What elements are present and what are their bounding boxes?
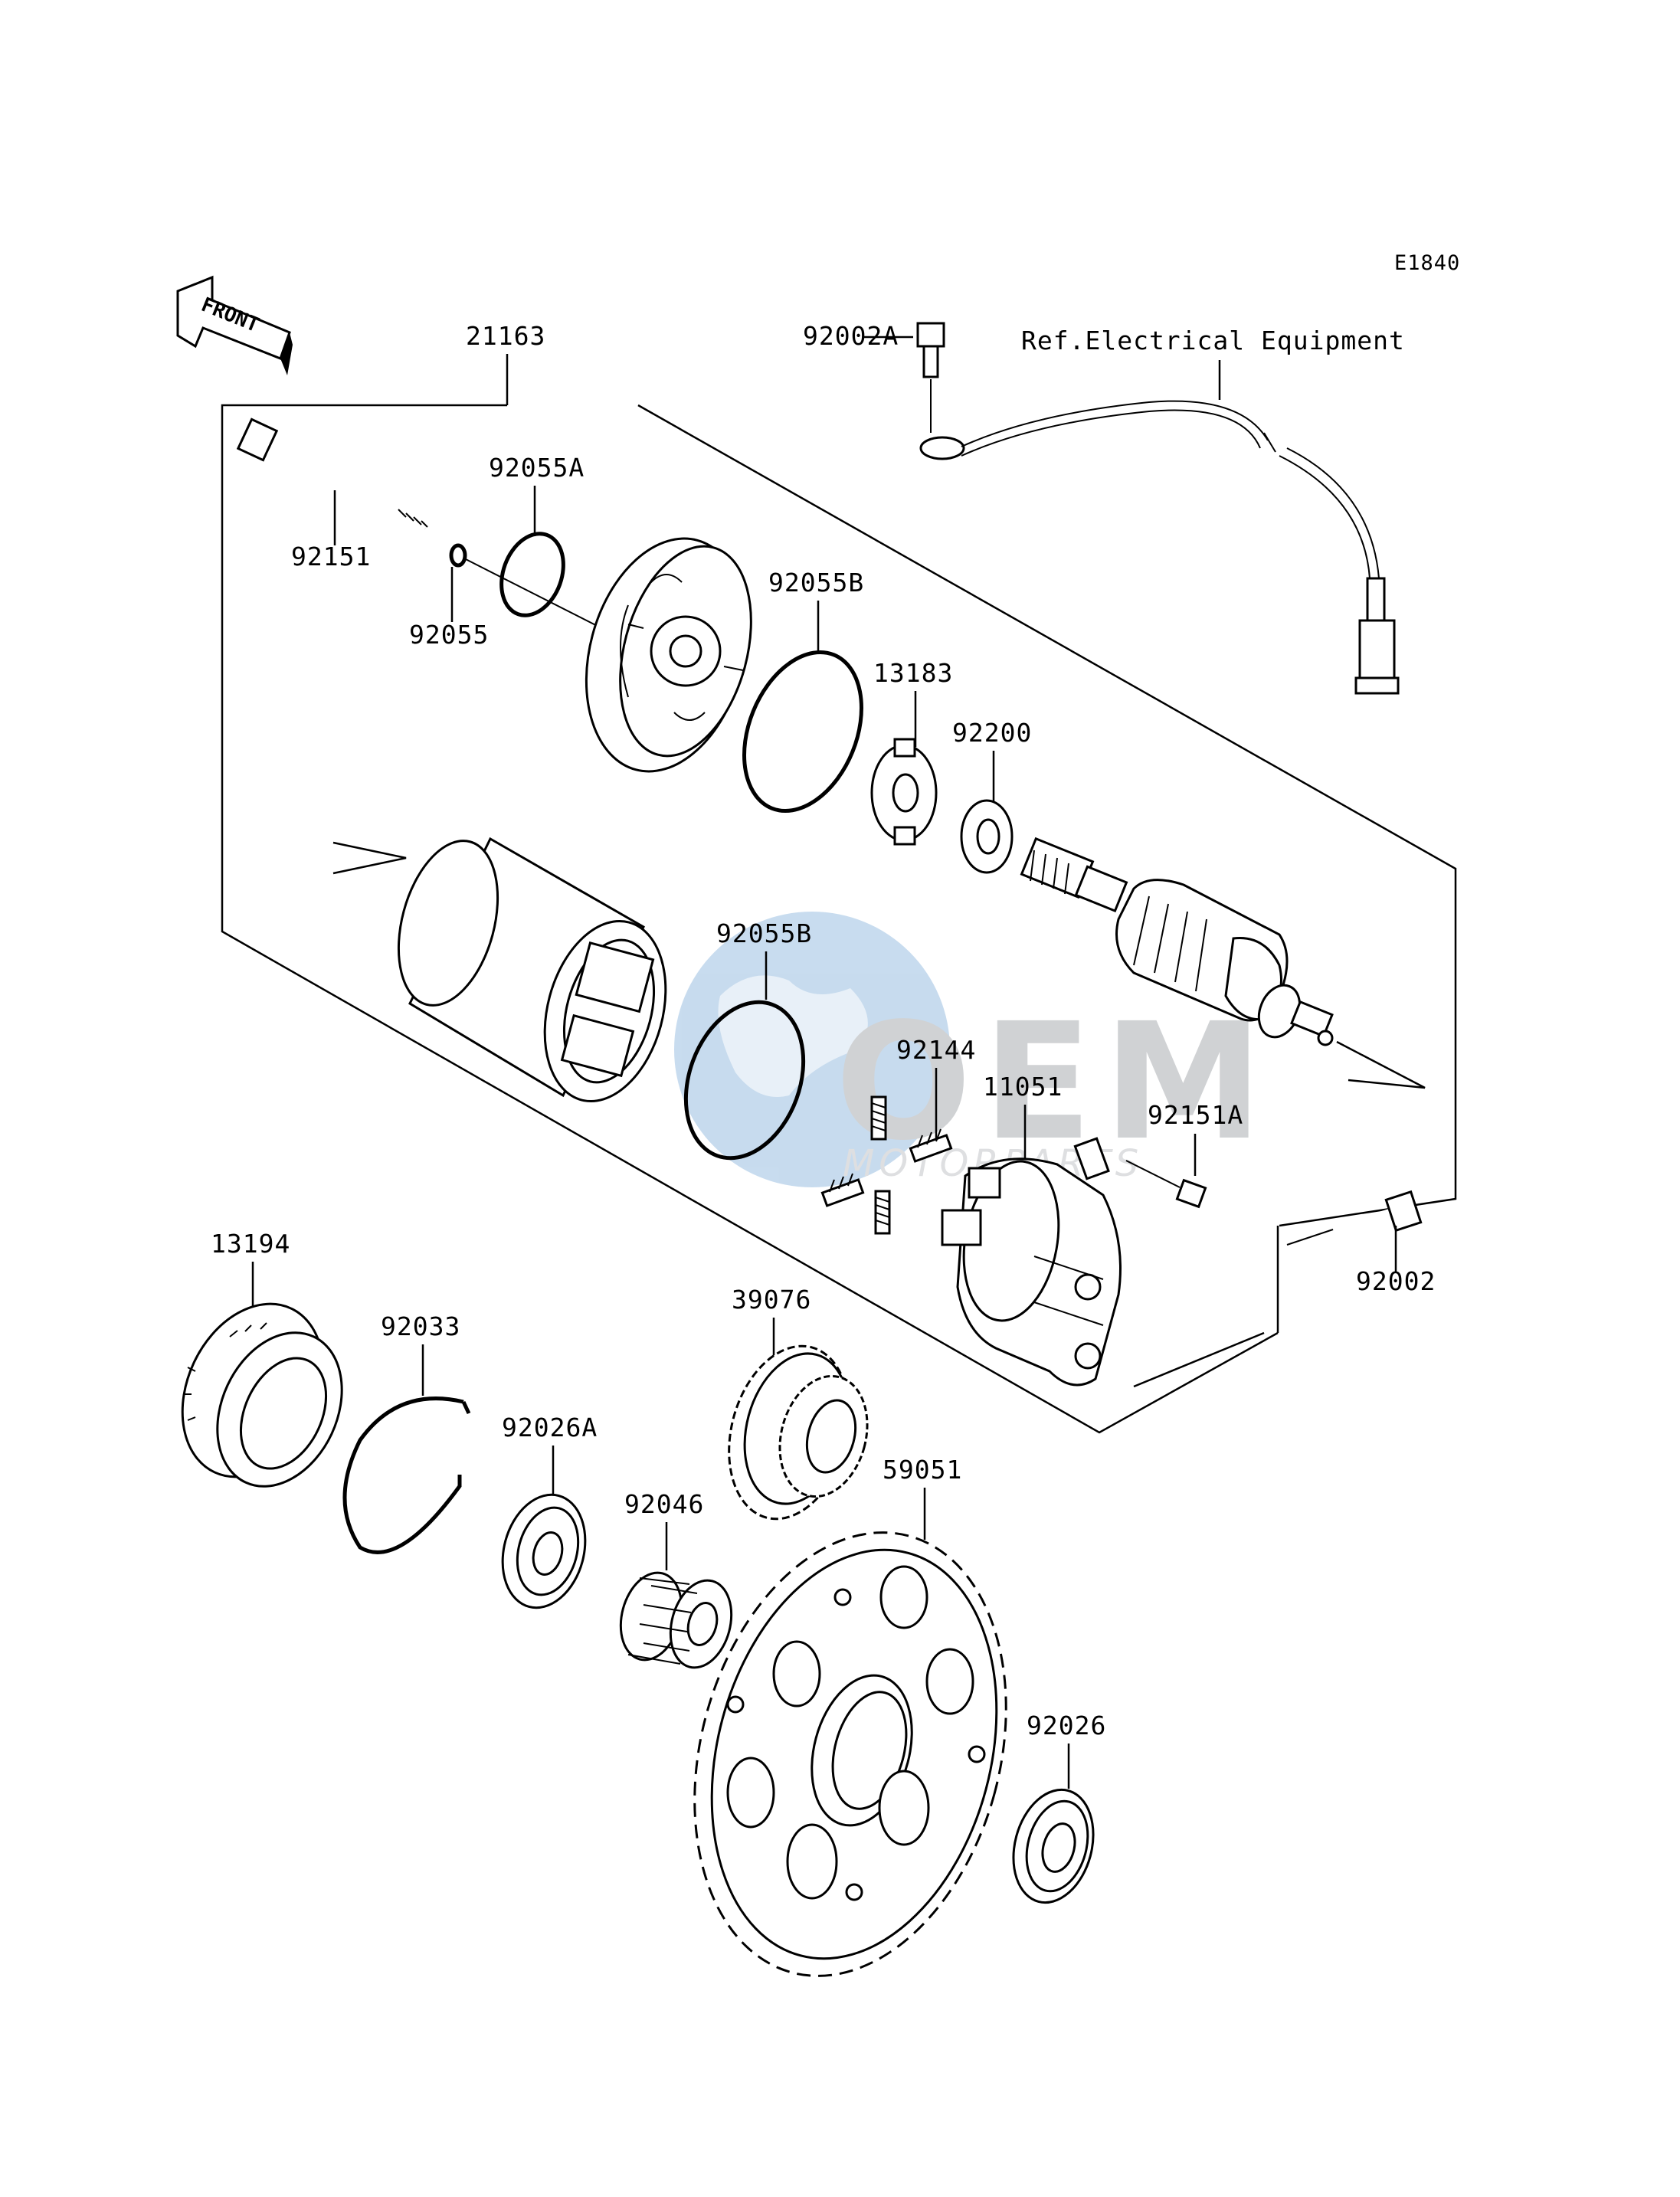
part-callout-21163[interactable]: 21163 xyxy=(466,321,545,405)
part-number-92151A: 92151A xyxy=(1148,1100,1243,1130)
part-callout-92033[interactable]: 92033 xyxy=(381,1311,460,1396)
washer-92026A-icon xyxy=(501,1493,587,1609)
armature-icon xyxy=(1020,837,1426,1089)
part-number-13183: 13183 xyxy=(873,658,953,688)
o-ring-92055B-mid-icon xyxy=(683,1000,806,1161)
part-callout-92055A[interactable]: 92055A xyxy=(489,453,585,536)
part-number-92055A: 92055A xyxy=(489,453,585,483)
part-number-39076: 39076 xyxy=(732,1285,811,1315)
part-number-92002A: 92002A xyxy=(803,321,899,351)
motor-yoke-icon xyxy=(332,837,667,1103)
part-callout-92026A[interactable]: 92026A xyxy=(502,1413,598,1498)
part-number-59051: 59051 xyxy=(883,1455,962,1485)
nut-92151A-icon xyxy=(1125,1160,1207,1209)
part-number-92200: 92200 xyxy=(952,718,1032,748)
part-callout-59051[interactable]: 59051 xyxy=(883,1455,962,1540)
part-number-92055B-mid: 92055B xyxy=(716,918,812,948)
part-number-11051: 11051 xyxy=(983,1072,1063,1102)
end-cover-11051-icon xyxy=(941,1137,1122,1387)
ref-electrical-callout[interactable]: Ref.Electrical Equipment xyxy=(1021,326,1405,400)
clutch-13194-icon xyxy=(181,1302,343,1488)
circlip-92033-icon xyxy=(342,1396,471,1554)
o-ring-92055A-icon xyxy=(499,532,565,617)
part-number-92026A: 92026A xyxy=(502,1413,598,1442)
part-number-92055: 92055 xyxy=(409,620,489,650)
gear-59051-icon xyxy=(693,1531,1007,1977)
part-callout-13183[interactable]: 13183 xyxy=(873,658,953,747)
part-callout-92055B-mid[interactable]: 92055B xyxy=(716,918,812,1000)
plate-13183-icon xyxy=(870,738,938,846)
part-callout-39076[interactable]: 39076 xyxy=(732,1285,811,1364)
part-callout-92055[interactable]: 92055 xyxy=(409,567,489,650)
watermark-brand: OEM xyxy=(835,988,1274,1176)
bolt-92002A-icon xyxy=(916,322,945,433)
part-callout-92002A[interactable]: 92002A xyxy=(803,321,913,351)
washer-92200-icon xyxy=(960,799,1014,874)
part-callout-92046[interactable]: 92046 xyxy=(624,1489,704,1570)
assembly-boundary xyxy=(221,404,1457,1434)
springs-92144-icon xyxy=(820,1095,953,1235)
front-arrow-icon: FRONT xyxy=(176,275,293,375)
part-callout-92151A[interactable]: 92151A xyxy=(1148,1100,1243,1176)
part-callout-92002[interactable]: 92002 xyxy=(1356,1226,1436,1296)
bolt-92151-icon xyxy=(236,417,428,532)
part-callout-92144[interactable]: 92144 xyxy=(896,1035,976,1141)
bearing-92046-icon xyxy=(619,1571,733,1669)
front-cover-icon xyxy=(585,537,752,773)
part-number-92026: 92026 xyxy=(1027,1711,1106,1740)
gear-39076-icon xyxy=(728,1344,869,1521)
part-number-92055B-top: 92055B xyxy=(768,568,864,598)
part-callout-92151[interactable]: 92151 xyxy=(291,490,371,571)
part-callout-11051[interactable]: 11051 xyxy=(983,1072,1063,1158)
washer-92026-icon xyxy=(1012,1788,1095,1904)
part-number-92046: 92046 xyxy=(624,1489,704,1519)
part-number-92151: 92151 xyxy=(291,542,371,571)
watermark: OEM MOTORPARTS xyxy=(674,912,1274,1187)
part-number-21163: 21163 xyxy=(466,321,545,351)
wire-harness-icon xyxy=(919,400,1400,695)
part-callout-92200[interactable]: 92200 xyxy=(952,718,1032,804)
part-callout-92055B-top[interactable]: 92055B xyxy=(768,568,864,651)
o-ring-92055B-top-icon xyxy=(742,650,863,814)
part-callout-92026[interactable]: 92026 xyxy=(1027,1711,1106,1789)
part-number-13194: 13194 xyxy=(211,1229,290,1259)
o-ring-92055-icon xyxy=(449,543,467,568)
part-number-92144: 92144 xyxy=(896,1035,976,1065)
bolt-92002-icon xyxy=(1286,1190,1423,1246)
part-number-92033: 92033 xyxy=(381,1311,460,1341)
diagram-code: E1840 xyxy=(1394,251,1460,275)
ref-electrical-text: Ref.Electrical Equipment xyxy=(1021,326,1405,355)
part-callout-13194[interactable]: 13194 xyxy=(211,1229,290,1310)
